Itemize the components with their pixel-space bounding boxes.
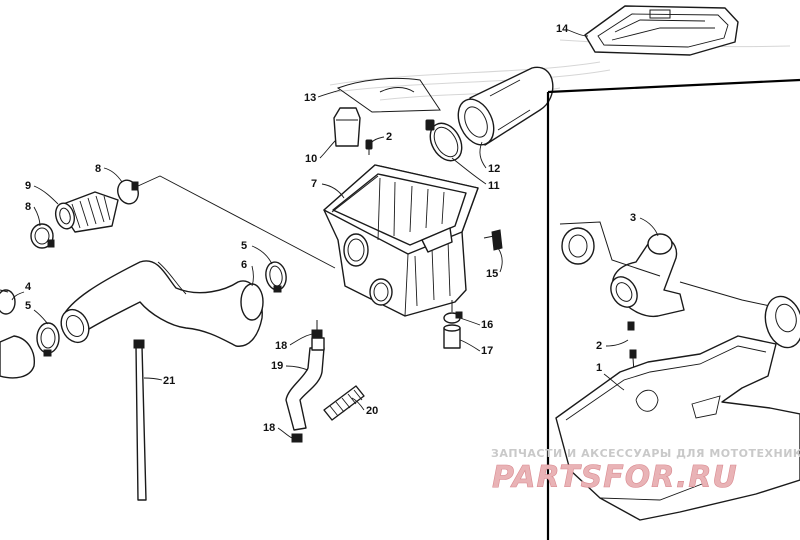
watermark-caption: ЗАПЧАСТИ И АКСЕССУАРЫ ДЛЯ МОТОТЕХНИКИ xyxy=(491,447,800,460)
drain-tube-part-17 xyxy=(443,300,461,349)
callout-10: 10 xyxy=(305,153,317,165)
drain-clamp-part-16 xyxy=(443,311,463,324)
callout-15: 15 xyxy=(486,268,498,280)
callout-19: 19 xyxy=(271,360,283,372)
airbox-lid-part-14 xyxy=(584,5,739,56)
clamp-part-5-right xyxy=(265,261,287,293)
callout-9: 9 xyxy=(25,180,31,192)
callout-18-lower: 18 xyxy=(263,422,275,434)
callout-20: 20 xyxy=(366,405,378,417)
inset-skid-plate-part-1 xyxy=(555,335,800,521)
callout-17: 17 xyxy=(481,345,493,357)
airbox-part-7 xyxy=(323,164,479,317)
callout-14: 14 xyxy=(556,23,569,35)
hose-clamp-part-11 xyxy=(425,119,463,162)
callout-1: 1 xyxy=(596,362,602,374)
callout-18-upper: 18 xyxy=(275,340,287,352)
intake-duct-part-12 xyxy=(457,66,554,146)
callout-8-upper: 8 xyxy=(95,163,101,175)
watermark-brand: PARTSFOR.RU xyxy=(492,460,738,495)
intake-tube-part-6 xyxy=(60,260,264,347)
screw-part-2-upper xyxy=(365,139,373,155)
clip-part-15 xyxy=(483,229,503,251)
assembly-leader-line xyxy=(137,175,336,269)
clamp-part-8-right xyxy=(117,179,139,205)
callout-2-inset: 2 xyxy=(596,340,602,352)
callout-16: 16 xyxy=(481,319,493,331)
callout-labels: 14 13 2 10 12 11 7 8 9 8 5 6 15 4 5 16 1 xyxy=(11,23,659,439)
elbow-part-4 xyxy=(0,289,35,379)
watermark: ЗАПЧАСТИ И АКСЕССУАРЫ ДЛЯ МОТОТЕХНИКИ PA… xyxy=(491,447,800,495)
callout-6: 6 xyxy=(241,259,247,271)
inset-divider xyxy=(546,78,800,540)
coupler-part-9 xyxy=(54,191,119,233)
hose-part-20 xyxy=(323,385,365,421)
callout-5-lower: 5 xyxy=(25,300,31,312)
clip-part-18-lower xyxy=(291,433,303,443)
inset-grommet xyxy=(561,227,595,265)
breather-hose-part-19 xyxy=(285,337,325,431)
callout-2-upper: 2 xyxy=(386,131,392,143)
inset-elbow-part-3 xyxy=(610,233,685,318)
callout-12: 12 xyxy=(488,163,500,175)
clip-part-18-upper xyxy=(311,320,323,339)
callout-4: 4 xyxy=(25,281,32,293)
airbox-seal-part-13 xyxy=(336,77,441,113)
inset-frame-bracket xyxy=(559,221,800,349)
callout-21: 21 xyxy=(163,375,175,387)
callout-5-upper: 5 xyxy=(241,240,247,252)
callout-3: 3 xyxy=(630,212,636,224)
cable-tie-part-21 xyxy=(133,339,147,501)
clamp-part-8-left xyxy=(30,223,55,249)
callout-13: 13 xyxy=(304,92,316,104)
callout-11: 11 xyxy=(488,180,500,192)
clamp-part-5-left xyxy=(36,322,60,357)
filter-element-part-10 xyxy=(333,107,361,147)
callout-7: 7 xyxy=(311,178,317,190)
callout-8-lower: 8 xyxy=(25,201,31,213)
